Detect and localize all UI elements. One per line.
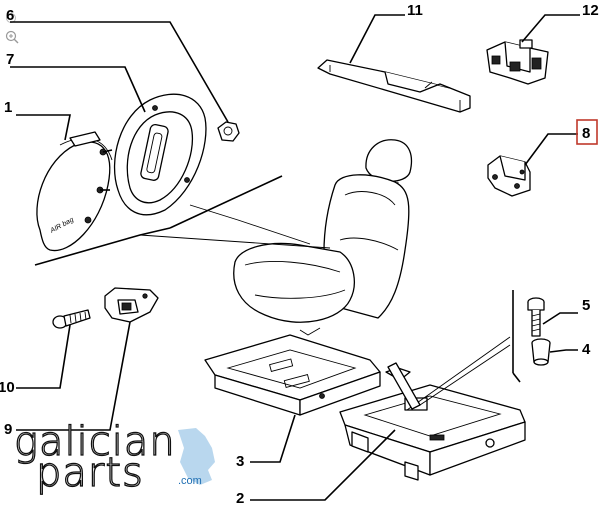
part-seat-tray	[204, 334, 411, 416]
zoom-in-icon[interactable]	[5, 30, 19, 44]
callout-5[interactable]: 5	[582, 297, 590, 314]
seat-assembly	[233, 139, 413, 336]
part-sleeve-4	[531, 338, 551, 366]
part-screw-5	[527, 297, 545, 337]
part-hinge	[487, 155, 531, 197]
leader-lines	[10, 14, 580, 501]
watermark-line2: parts	[36, 450, 144, 496]
callout-7[interactable]: 7	[6, 51, 14, 68]
callout-2[interactable]: 2	[236, 490, 244, 507]
highlight-box-8	[576, 119, 598, 145]
callout-8[interactable]: 8	[582, 125, 590, 142]
watermark-line1: galician	[14, 419, 176, 465]
callout-11[interactable]: 11	[407, 2, 423, 19]
callout-3[interactable]: 3	[236, 453, 244, 470]
part-back-panel	[113, 93, 207, 216]
callout-4[interactable]: 4	[582, 341, 591, 358]
part-latch-bracket	[486, 39, 549, 85]
part-rail	[317, 59, 471, 113]
part-airbag-cover: AIR bag	[36, 131, 113, 252]
callout-9[interactable]: 9	[4, 421, 12, 438]
galicia-map-shape	[178, 428, 215, 485]
callout-1[interactable]: 1	[4, 99, 12, 116]
section-outline	[34, 175, 521, 383]
callout-12[interactable]: 12	[582, 2, 599, 19]
watermark-logo: galician parts .com	[13, 418, 215, 497]
part-seat-base	[339, 384, 526, 481]
part-nut	[217, 121, 240, 142]
callout-10[interactable]: 10	[0, 379, 15, 396]
part-bolt-10	[52, 309, 91, 329]
callout-6[interactable]: 6	[6, 7, 14, 24]
part-clip	[104, 287, 159, 323]
watermark-suffix: .com	[178, 475, 202, 487]
